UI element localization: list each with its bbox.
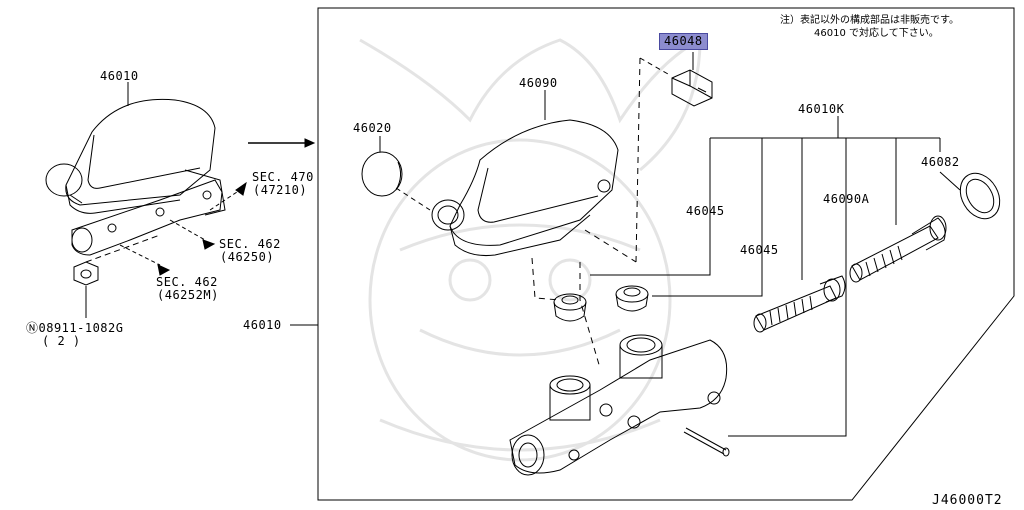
nut-axis-line (85, 234, 161, 263)
samurai-watermark (359, 37, 702, 462)
dash-grommet-a (531, 257, 561, 301)
note-line-2: 46010 で対応して下さい。 (814, 28, 939, 39)
part-label-46090[interactable]: 46090 (519, 76, 558, 90)
part-label-46045-b[interactable]: 46045 (740, 243, 779, 257)
overview-reservoir (45, 98, 216, 214)
piston-assembly-secondary (849, 215, 947, 283)
sec-470-code: (47210) (253, 183, 308, 197)
pin-rod (683, 427, 730, 457)
clip-46048 (671, 69, 713, 107)
nut-quantity: ( 2 ) (42, 334, 81, 348)
overview-master-cylinder (71, 169, 226, 256)
part-label-46082[interactable]: 46082 (921, 155, 960, 169)
dash-sec462 (169, 219, 206, 241)
part-label-46048-highlighted[interactable]: 46048 (659, 33, 708, 50)
sec-462m-code: (46252M) (157, 288, 219, 302)
grommet-46045-b (615, 285, 649, 312)
reservoir-46090 (431, 119, 619, 256)
grommet-46045-a (553, 293, 587, 322)
detail-arrow-head (304, 138, 316, 148)
assembly-frame (317, 7, 1015, 501)
dash-sec470 (209, 189, 241, 211)
part-label-46010-top[interactable]: 46010 (100, 69, 139, 83)
dash-sec462m (119, 244, 161, 266)
sec-462-label[interactable]: SEC. 462 (219, 237, 281, 251)
sec-462-code: (46250) (220, 250, 275, 264)
sec462-arrow-icon (202, 239, 216, 250)
figure-id: J46000T2 (932, 493, 1003, 508)
part-label-46090A[interactable]: 46090A (823, 192, 870, 206)
part-label-46020[interactable]: 46020 (353, 121, 392, 135)
leader-46082 (939, 171, 961, 191)
sec-470-label[interactable]: SEC. 470 (252, 170, 314, 184)
sec-462m-label[interactable]: SEC. 462 (156, 275, 218, 289)
cap-46020 (361, 151, 403, 197)
sec462m-arrow-icon (157, 264, 171, 276)
part-label-46010K[interactable]: 46010K (798, 102, 845, 116)
overview-nut (73, 261, 99, 286)
dash-grommet-cylinder (579, 262, 601, 369)
dash-46048-vertical (635, 57, 641, 263)
note-line-1: 注）表記以外の構成部品は非販売です。 (780, 15, 959, 26)
kit-46010K-bracket (590, 116, 941, 437)
part-label-46045-a[interactable]: 46045 (686, 204, 725, 218)
piston-assembly-primary (753, 275, 846, 333)
part-label-46010-left[interactable]: 46010 (243, 318, 282, 332)
sec470-arrow-icon (235, 181, 247, 196)
master-cylinder-body (509, 334, 728, 476)
dash-46020 (395, 187, 431, 211)
nut-part-label[interactable]: Ⓝ08911-1082G (26, 321, 124, 335)
ring-46082 (959, 172, 1001, 220)
